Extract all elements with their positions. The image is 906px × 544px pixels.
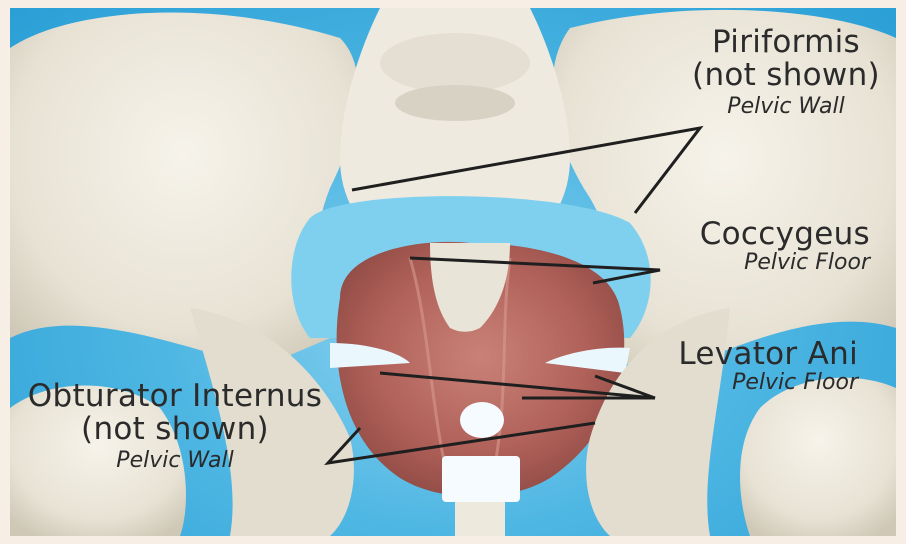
coccygeus-name: Coccygeus <box>650 218 870 251</box>
obturator-internus-label: Obturator Internus (not shown) Pelvic Wa… <box>10 380 340 473</box>
levator-ani-label: Levator Ani Pelvic Floor <box>630 338 858 395</box>
piriformis-name: Piriformis <box>686 26 886 59</box>
pubic-symphysis <box>455 502 505 536</box>
right-femur <box>740 378 896 536</box>
anal-opening <box>460 402 504 438</box>
vertebra <box>380 33 530 93</box>
obturator-internus-name: Obturator Internus <box>10 380 340 413</box>
piriformis-label: Piriformis (not shown) Pelvic Wall <box>686 26 886 119</box>
piriformis-note: (not shown) <box>686 59 886 92</box>
coccygeus-group: Pelvic Floor <box>650 251 870 275</box>
levator-ani-group: Pelvic Floor <box>630 371 858 395</box>
levator-ani-name: Levator Ani <box>630 338 858 371</box>
pelvis-illustration: Piriformis (not shown) Pelvic Wall Coccy… <box>10 8 896 536</box>
coccygeus-label: Coccygeus Pelvic Floor <box>650 218 870 275</box>
piriformis-group: Pelvic Wall <box>686 95 886 119</box>
obturator-internus-note: (not shown) <box>10 413 340 446</box>
obturator-internus-group: Pelvic Wall <box>10 449 340 473</box>
urogenital-gap <box>442 456 520 502</box>
